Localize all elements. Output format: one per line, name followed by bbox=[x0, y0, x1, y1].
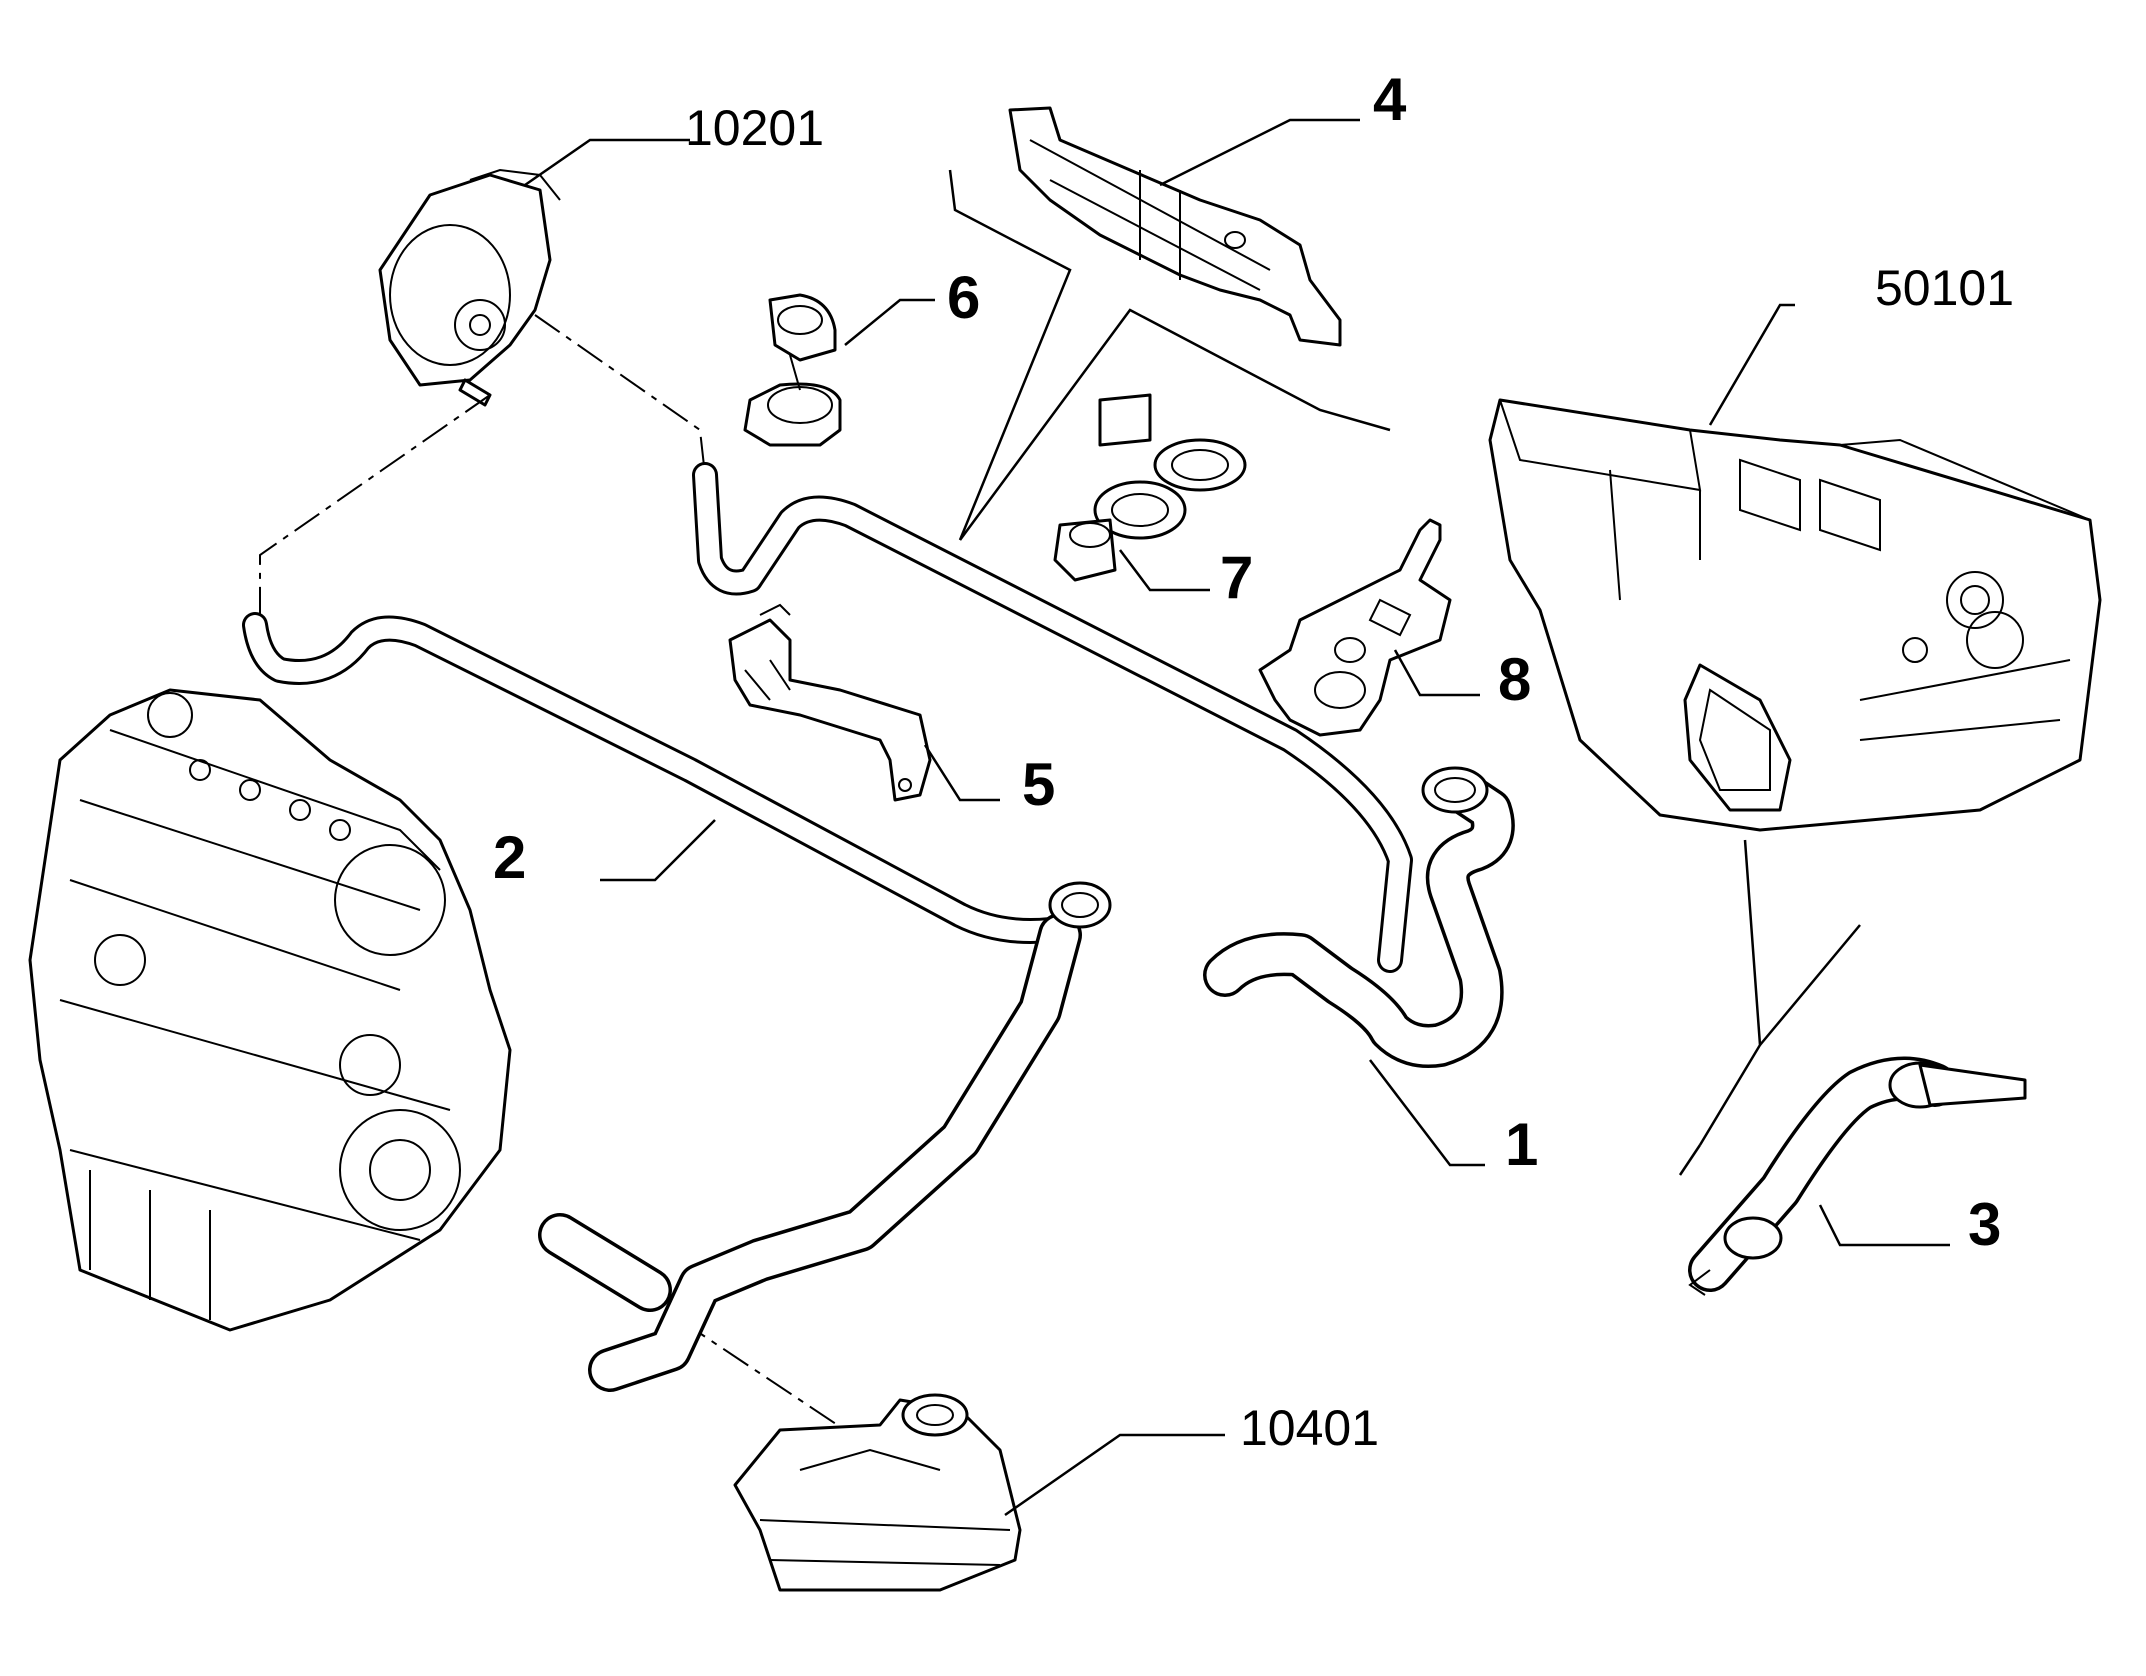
label-50101: 50101 bbox=[1875, 260, 2014, 316]
label-3: 3 bbox=[1968, 1191, 2001, 1258]
bracket-4 bbox=[1008, 106, 1342, 347]
heater-unit-50101 bbox=[1488, 398, 2102, 832]
label-8: 8 bbox=[1498, 646, 1531, 713]
label-2: 2 bbox=[493, 824, 526, 891]
label-5: 5 bbox=[1022, 751, 1055, 818]
engine-block bbox=[28, 688, 512, 1332]
upper-hose bbox=[692, 462, 1413, 973]
label-10401: 10401 bbox=[1240, 1400, 1379, 1456]
regulator-10201 bbox=[378, 168, 561, 407]
labels: 10201 4 6 50101 7 8 5 2 1 3 10401 bbox=[493, 66, 2014, 1456]
clip-7 bbox=[1053, 393, 1247, 582]
tank-10401 bbox=[733, 1393, 1022, 1592]
bracket-8 bbox=[1258, 518, 1452, 737]
pipe-3 bbox=[1688, 1056, 2027, 1296]
bracket-5 bbox=[728, 603, 932, 802]
label-7: 7 bbox=[1220, 544, 1253, 611]
leader-lines bbox=[524, 118, 1950, 1517]
connection-lines bbox=[259, 314, 861, 1441]
lower-hose bbox=[538, 881, 1112, 1392]
group-lines bbox=[948, 169, 1861, 1176]
hose-1 bbox=[1203, 766, 1515, 1068]
label-6: 6 bbox=[947, 264, 980, 331]
label-1: 1 bbox=[1505, 1111, 1538, 1178]
label-10201: 10201 bbox=[685, 100, 824, 156]
label-4: 4 bbox=[1373, 66, 1407, 133]
clip-6 bbox=[743, 293, 842, 447]
